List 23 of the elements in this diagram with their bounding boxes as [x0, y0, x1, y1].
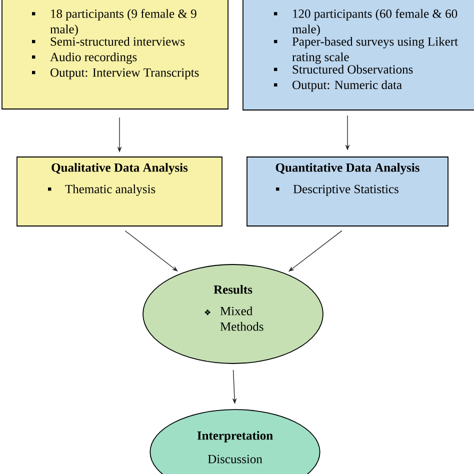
list-item: Descriptive Statistics — [276, 184, 398, 196]
input-box — [242, 0, 474, 110]
list-item: 120 participants (60 female & 60 male) — [274, 9, 458, 36]
list-item: Output: Interview Transcripts — [32, 68, 199, 80]
list-item: Thematic analysis — [48, 184, 156, 196]
list-item: 18 participants (9 female & 9 male) — [32, 9, 196, 36]
bullet-symbol: ❖ — [204, 309, 210, 316]
list-item: Paper-based surveys using Likert rating scale — [274, 36, 458, 64]
list-item: Structured Observations — [274, 64, 413, 74]
list-item: Output: Numeric data — [274, 80, 402, 92]
list-item: Audio recordings — [32, 52, 137, 64]
body-text: Discussion — [208, 454, 262, 464]
heading: Quantitative Data Analysis — [276, 163, 420, 174]
heading: Results — [214, 285, 252, 294]
list-item: Mixed Methods — [220, 306, 264, 331]
analysis-box — [16, 156, 222, 226]
interpretation-ellipse — [150, 409, 320, 474]
list-item: Semi-structured interviews — [32, 36, 185, 46]
results-ellipse — [142, 264, 324, 364]
heading: Qualitative Data Analysis — [52, 163, 188, 174]
heading: Interpretation — [197, 431, 273, 442]
analysis-box — [246, 156, 448, 226]
input-box — [2, 0, 228, 110]
